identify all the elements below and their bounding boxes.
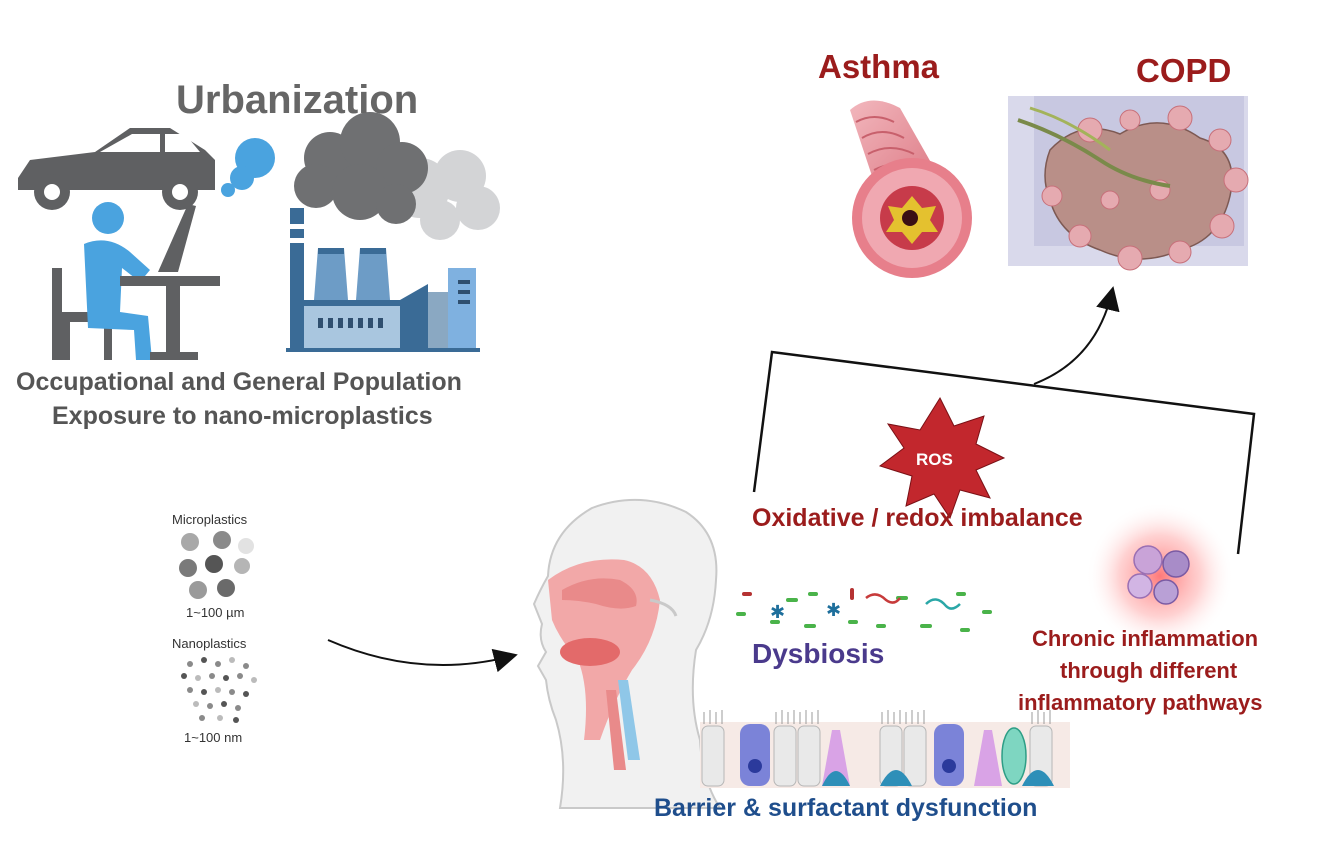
dysbiosis-label: Dysbiosis <box>752 638 885 669</box>
disease-arrow <box>1033 286 1120 385</box>
mechanism-bracket <box>752 350 1256 555</box>
human-head-icon <box>532 498 722 809</box>
car-icon <box>18 128 215 210</box>
svg-text:✱: ✱ <box>826 600 841 621</box>
ros-starburst-icon <box>878 396 1006 520</box>
exposure-caption-line2: Exposure to nano-microplastics <box>52 402 433 430</box>
smoke-cloud-icon <box>294 112 500 240</box>
immune-cells-icon <box>1086 502 1234 650</box>
exposure-caption-line1: Occupational and General Population <box>16 368 462 396</box>
exposure-arrow <box>327 639 518 673</box>
office-worker-icon <box>52 202 220 360</box>
copd-lung-tissue-icon <box>1008 96 1249 271</box>
copd-label: COPD <box>1136 52 1232 89</box>
exhaust-cloud-icon <box>221 138 275 197</box>
asthma-bronchus-icon <box>850 100 972 278</box>
ros-label: ROS <box>916 450 953 469</box>
nanoplastic-particles <box>181 657 257 723</box>
microbes-icon: ✱ ✱ <box>736 588 992 632</box>
microplastics-size: 1~100 µm <box>186 605 245 620</box>
inflammation-label-line1: Chronic inflammation <box>1032 626 1259 651</box>
factory-icon <box>286 208 480 352</box>
microplastic-particles <box>179 531 254 599</box>
nanoplastics-size: 1~100 nm <box>184 730 243 745</box>
oxidative-imbalance-label: Oxidative / redox imbalance <box>752 504 1083 532</box>
airway-epithelium <box>700 710 1070 788</box>
svg-text:✱: ✱ <box>770 602 785 623</box>
urbanization-title: Urbanization <box>176 78 419 122</box>
nanoplastics-label: Nanoplastics <box>172 636 247 651</box>
inflammation-label-line2: through different <box>1060 658 1238 683</box>
asthma-label: Asthma <box>818 48 940 85</box>
barrier-dysfunction-label: Barrier & surfactant dysfunction <box>654 794 1038 822</box>
inflammation-label-line3: inflammatory pathways <box>1018 690 1263 715</box>
microplastics-label: Microplastics <box>172 512 248 527</box>
